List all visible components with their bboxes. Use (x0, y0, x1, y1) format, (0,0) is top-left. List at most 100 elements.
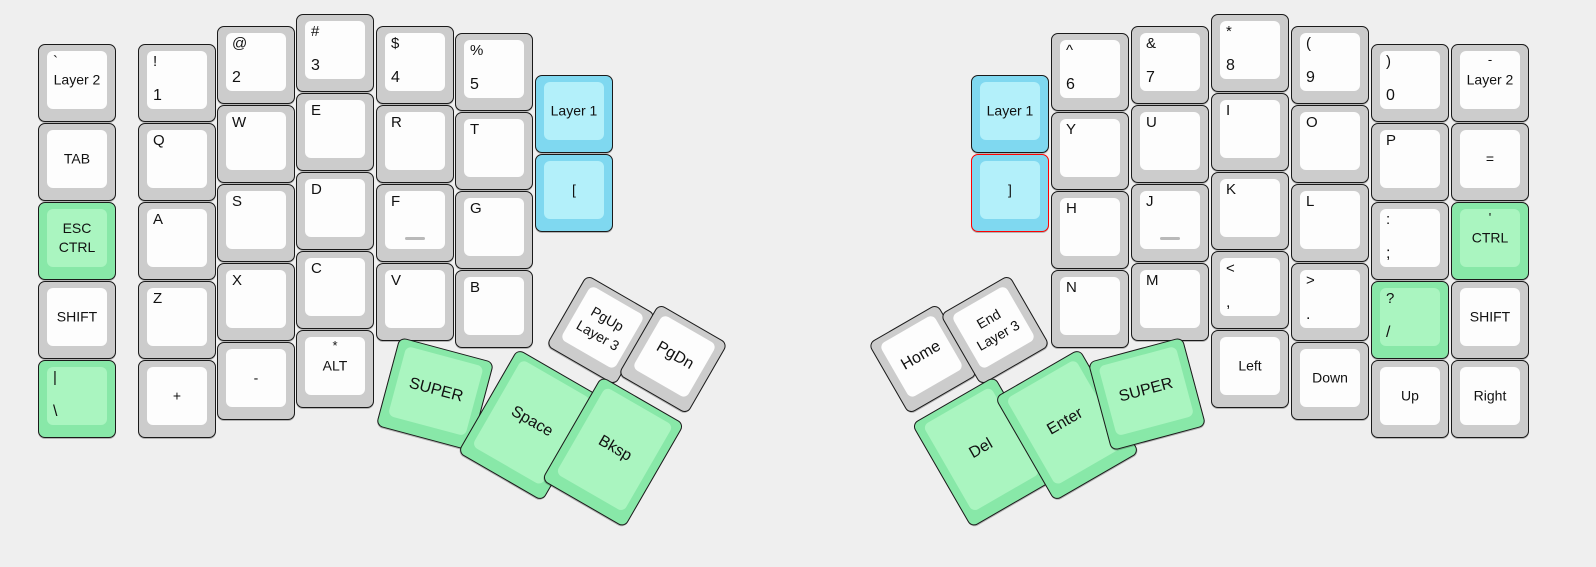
key-cap: `Layer 2 (47, 51, 107, 109)
key-legend-shifted: ' (1488, 210, 1492, 225)
key-l-c7-r2[interactable]: [ (535, 154, 613, 232)
key-l-c4-r3[interactable]: D (296, 172, 374, 250)
key-legend: Layer 1 (550, 102, 598, 119)
key-l-c3-r2[interactable]: W (217, 105, 295, 183)
key-r-c7-r2[interactable]: = (1451, 123, 1529, 201)
key-l-c4-r5[interactable]: *ALT (296, 330, 374, 408)
key-l-c6-r2[interactable]: T (455, 112, 533, 190)
key-cap: TAB (47, 130, 107, 188)
key-r-c6-r5[interactable]: Up (1371, 360, 1449, 438)
key-cap: Layer 1 (544, 82, 604, 140)
key-cap: Up (1380, 367, 1440, 425)
key-r-c7-r5[interactable]: Right (1451, 360, 1529, 438)
key-legend: Layer 2 (53, 71, 101, 88)
key-legend-shifted: & (1146, 35, 1157, 52)
key-legend-base: . (1306, 306, 1311, 324)
homing-bar-icon (405, 237, 425, 240)
key-r-c7-r3[interactable]: ' CTRL (1451, 202, 1529, 280)
key-legend: Down (1312, 369, 1348, 386)
key-l-c2-r1[interactable]: !1 (138, 44, 216, 122)
key-l-c5-r1[interactable]: $4 (376, 26, 454, 104)
key-legend-shifted: ` (53, 53, 58, 70)
key-r-c6-r4[interactable]: ?/ (1371, 281, 1449, 359)
key-cap: SUPER (1098, 345, 1195, 437)
key-l-c1-r4[interactable]: SHIFT (38, 281, 116, 359)
key-legend-base: ; (1386, 245, 1391, 263)
key-l-c3-r3[interactable]: S (217, 184, 295, 262)
key-cap: SHIFT (1460, 288, 1520, 346)
key-l-c3-r5[interactable]: - (217, 342, 295, 420)
key-cap: P (1380, 130, 1440, 188)
key-r-c2-r2[interactable]: Y (1051, 112, 1129, 190)
key-l-c7-r1[interactable]: Layer 1 (535, 75, 613, 153)
key-r-c3-r1[interactable]: &7 (1131, 26, 1209, 104)
key-r-c7-r1[interactable]: -Layer 2 (1451, 44, 1529, 122)
key-r-c6-r2[interactable]: P (1371, 123, 1449, 201)
key-cap: &7 (1140, 33, 1200, 91)
key-legend-shifted: ! (153, 53, 158, 70)
key-legend: + (172, 387, 182, 404)
key-l-c4-r4[interactable]: C (296, 251, 374, 329)
key-l-c1-r1[interactable]: `Layer 2 (38, 44, 116, 122)
key-r-c3-r3[interactable]: J (1131, 184, 1209, 262)
key-l-c3-r4[interactable]: X (217, 263, 295, 341)
key-r-c2-r4[interactable]: N (1051, 270, 1129, 348)
key-legend-shifted: ^ (1066, 42, 1074, 59)
key-r-c4-r1[interactable]: *8 (1211, 14, 1289, 92)
key-l-c2-r3[interactable]: A (138, 202, 216, 280)
key-r-c4-r2[interactable]: I (1211, 93, 1289, 171)
key-r-c4-r4[interactable]: <, (1211, 251, 1289, 329)
key-l-c1-r3[interactable]: ESC CTRL (38, 202, 116, 280)
key-r-c1-r2[interactable]: ] (971, 154, 1049, 232)
key-l-c6-r4[interactable]: B (455, 270, 533, 348)
key-r-c3-r2[interactable]: U (1131, 105, 1209, 183)
key-cap: Q (147, 130, 207, 188)
key-legend: End Layer 3 (973, 305, 1023, 354)
key-r-c5-r5[interactable]: Down (1291, 342, 1369, 420)
key-r-c7-r4[interactable]: SHIFT (1451, 281, 1529, 359)
key-l-c3-r1[interactable]: @2 (217, 26, 295, 104)
key-cap: ?/ (1380, 288, 1440, 346)
key-r-c1-r1[interactable]: Layer 1 (971, 75, 1049, 153)
key-r-c3-r4[interactable]: M (1131, 263, 1209, 341)
key-l-c1-r5[interactable]: |\ (38, 360, 116, 438)
key-l-c2-r4[interactable]: Z (138, 281, 216, 359)
key-l-c5-r3[interactable]: F (376, 184, 454, 262)
key-cap: O (1300, 112, 1360, 170)
key-r-c5-r1[interactable]: (9 (1291, 26, 1369, 104)
key-cap: Z (147, 288, 207, 346)
key-r-c2-r1[interactable]: ^6 (1051, 33, 1129, 111)
key-cap: V (385, 270, 445, 328)
key-r-c6-r1[interactable]: )0 (1371, 44, 1449, 122)
key-l-c2-r5[interactable]: + (138, 360, 216, 438)
key-r-c4-r3[interactable]: K (1211, 172, 1289, 250)
key-r-c5-r4[interactable]: >. (1291, 263, 1369, 341)
key-l-c6-r1[interactable]: %5 (455, 33, 533, 111)
key-legend-shifted: - (1487, 52, 1493, 67)
key-cap: End Layer 3 (951, 285, 1036, 370)
key-r-c4-r5[interactable]: Left (1211, 330, 1289, 408)
key-r-c6-r3[interactable]: :; (1371, 202, 1449, 280)
key-cap: T (464, 119, 524, 177)
key-legend-base: \ (53, 403, 58, 421)
key-l-c4-r1[interactable]: #3 (296, 14, 374, 92)
key-r-c5-r2[interactable]: O (1291, 105, 1369, 183)
key-l-c6-r3[interactable]: G (455, 191, 533, 269)
key-cap: SHIFT (47, 288, 107, 346)
key-r-c5-r3[interactable]: L (1291, 184, 1369, 262)
key-l-c1-r2[interactable]: TAB (38, 123, 116, 201)
key-legend-shifted: N (1066, 279, 1077, 296)
key-l-c5-r2[interactable]: R (376, 105, 454, 183)
key-cap: <, (1220, 258, 1280, 316)
key-cap: H (1060, 198, 1120, 256)
key-cap: ^6 (1060, 40, 1120, 98)
key-cap: R (385, 112, 445, 170)
key-r-c2-r3[interactable]: H (1051, 191, 1129, 269)
key-legend: CTRL (1471, 229, 1509, 246)
key-l-c4-r2[interactable]: E (296, 93, 374, 171)
key-legend: Home (898, 337, 944, 374)
key-l-c2-r2[interactable]: Q (138, 123, 216, 201)
key-l-c5-r4[interactable]: V (376, 263, 454, 341)
key-legend: ] (1008, 181, 1012, 198)
key-legend: - (253, 369, 259, 386)
